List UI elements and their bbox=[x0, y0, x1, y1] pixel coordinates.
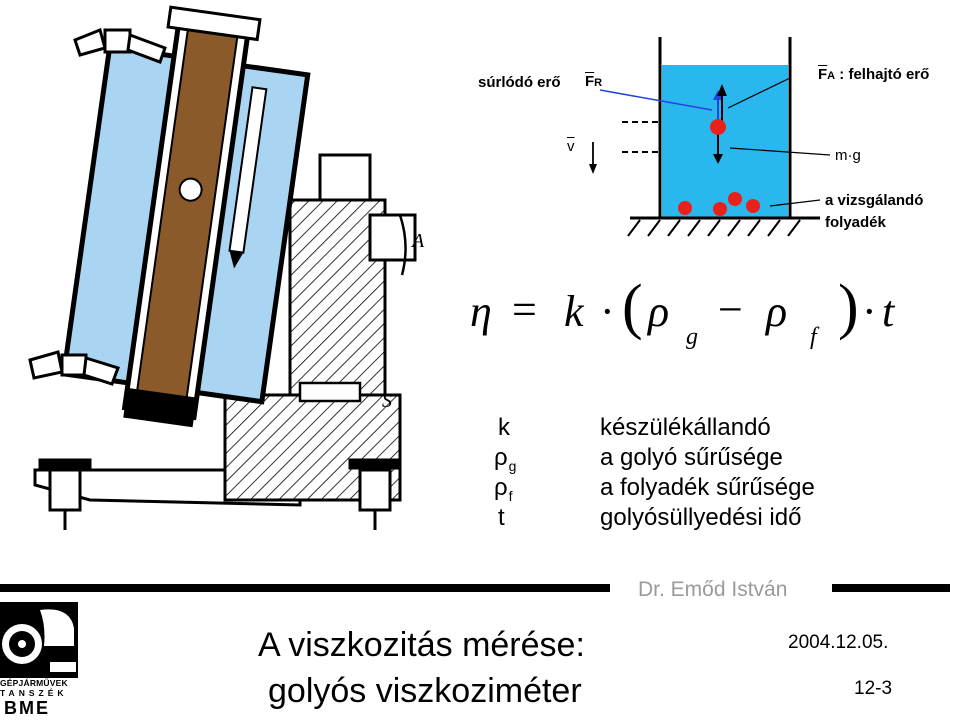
formula-eta: η bbox=[470, 287, 492, 336]
test-liquid-label-line2: folyadék bbox=[825, 214, 886, 231]
friction-force-symbol: FR bbox=[585, 73, 603, 90]
settled-ball bbox=[728, 192, 742, 206]
buoyancy-force-label: FA : felhajtó erő bbox=[818, 66, 930, 83]
settling-diagram: súrlódó erő FR FA : felhajtó erő v m·g a… bbox=[450, 0, 960, 250]
sinking-ball bbox=[710, 119, 726, 135]
footer-rule-left bbox=[0, 584, 610, 592]
author-name: Dr. Emőd István bbox=[638, 578, 788, 601]
department-logo: GÉPJÁRMŰVEK TANSZÉK BME bbox=[0, 602, 78, 718]
formula-k: k bbox=[564, 287, 584, 336]
footer-rule-right bbox=[832, 584, 950, 592]
formula-lparen: ( bbox=[622, 273, 643, 341]
leveling-screw-left bbox=[38, 458, 92, 530]
settled-ball bbox=[746, 199, 760, 213]
pivot-axis bbox=[368, 213, 417, 262]
rotation-arrow bbox=[398, 214, 407, 276]
leveling-screw-right bbox=[348, 458, 402, 530]
hose-connector-bottom bbox=[28, 350, 120, 386]
legend-row-rho-f: ρf a folyadék sűrűsége bbox=[490, 474, 910, 504]
formula-rho-ball: ρ bbox=[648, 287, 670, 336]
viscometer-apparatus-drawing bbox=[28, 5, 417, 530]
legend-row-t: t golyósüllyedési idő bbox=[490, 504, 910, 534]
legend-definition: golyósüllyedési idő bbox=[600, 504, 802, 531]
settled-ball bbox=[678, 201, 692, 215]
legend-symbol: k bbox=[498, 414, 510, 441]
settling-container bbox=[589, 37, 831, 237]
legend-definition: a folyadék sűrűsége bbox=[600, 474, 815, 501]
apparatus-label-s: S bbox=[382, 390, 392, 412]
apparatus-label-a: A bbox=[412, 230, 425, 252]
velocity-label: v bbox=[567, 138, 575, 155]
slide-title-line2: golyós viszkoziméter bbox=[268, 672, 582, 710]
formula-rparen: ) bbox=[838, 273, 859, 341]
slide-page-number: 12-3 bbox=[854, 678, 893, 699]
symbol-legend: k készülékállandó ρg a golyó sűrűsége ρf… bbox=[490, 414, 910, 534]
slide-date: 2004.12.05. bbox=[788, 632, 889, 653]
settled-ball bbox=[713, 202, 727, 216]
formula-equals: = bbox=[512, 285, 537, 334]
friction-force-label: súrlódó erő bbox=[478, 74, 561, 91]
hose-connector-top bbox=[73, 27, 167, 64]
tube-cap bbox=[166, 5, 262, 42]
logo-text-line3: BME bbox=[4, 698, 50, 718]
formula-rho-liquid: ρ bbox=[766, 287, 788, 336]
test-liquid bbox=[662, 65, 788, 218]
car-wheel-logo-icon bbox=[0, 602, 78, 678]
legend-definition: a golyó sűrűsége bbox=[600, 444, 783, 471]
formula-dot: · bbox=[600, 287, 615, 336]
logo-text-line1: GÉPJÁRMŰVEK bbox=[0, 678, 68, 688]
legend-row-k: k készülékállandó bbox=[490, 414, 910, 444]
logo-text-line2: TANSZÉK bbox=[0, 688, 68, 698]
s-screw bbox=[298, 381, 362, 403]
legend-symbol: ρg bbox=[494, 444, 517, 474]
legend-symbol: t bbox=[498, 504, 505, 531]
stand-top bbox=[318, 153, 372, 202]
formula-sub-g: g bbox=[686, 324, 698, 350]
formula-t: t bbox=[882, 287, 895, 336]
slide-title-line1: A viszkozitás mérése: bbox=[258, 626, 585, 664]
tube-bottom-plug bbox=[123, 387, 197, 428]
falling-ball bbox=[178, 177, 203, 202]
formula-dot2: · bbox=[862, 287, 877, 336]
test-liquid-label-line1: a vizsgálandó bbox=[825, 192, 924, 209]
legend-symbol: ρf bbox=[494, 474, 513, 504]
formula-minus: − bbox=[718, 285, 743, 334]
legend-row-rho-g: ρg a golyó sűrűsége bbox=[490, 444, 910, 474]
legend-definition: készülékállandó bbox=[600, 414, 771, 441]
weight-force-label: m·g bbox=[835, 147, 861, 164]
viscosity-formula: η = k · ( ρ g − ρ f ) · t bbox=[470, 273, 940, 360]
formula-sub-f: f bbox=[810, 324, 817, 350]
